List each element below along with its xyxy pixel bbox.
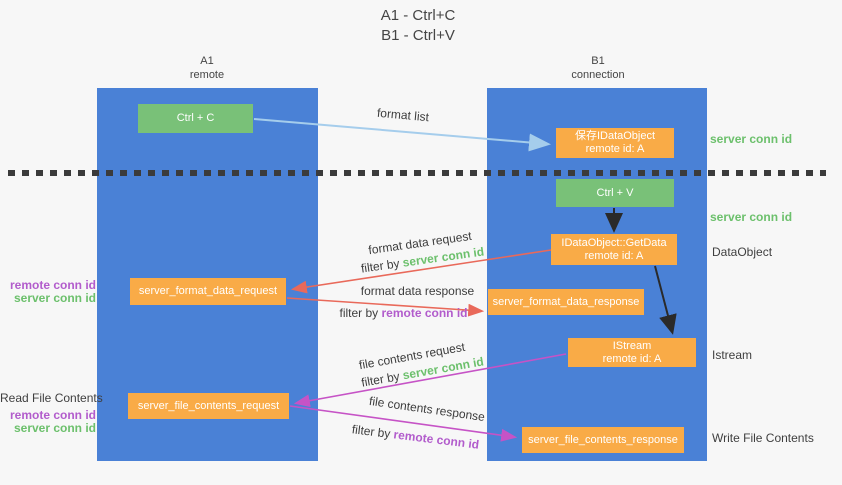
format-data-response-filter-label: filter by remote conn id — [336, 306, 471, 320]
server-conn-id-right-label: server conn id — [710, 210, 793, 224]
getdata-line1: IDataObject::GetData — [561, 236, 667, 249]
server-file-contents-response-node: server_file_contents_response — [522, 427, 684, 453]
file-contents-response-label: file contents response — [368, 393, 486, 425]
ctrl-c-label: Ctrl + C — [176, 112, 215, 124]
diagram-title: A1 - Ctrl+C B1 - Ctrl+V — [338, 6, 498, 46]
server-format-data-request-node: server_format_data_request — [130, 278, 286, 305]
istream-line1: IStream — [612, 339, 652, 352]
save-idataobject-node: 保存IDataObject remote id: A — [556, 128, 674, 158]
lane-a1-role: remote — [189, 69, 225, 81]
server-conn-id-left-label: server conn id — [13, 291, 96, 305]
remote-conn-id-left-bottom-label: remote conn id — [9, 408, 96, 422]
left-conn-id-stack-bottom: Read File Contents remote conn id server… — [0, 391, 103, 435]
format-list-label: format list — [376, 105, 430, 125]
remote-conn-id-text: remote conn id — [392, 427, 480, 452]
title-line-1: A1 - Ctrl+C — [380, 7, 456, 24]
istream-side-label: Istream — [712, 348, 753, 362]
filter-by-text: filter by — [360, 368, 405, 390]
lane-b1-name: B1 — [591, 55, 605, 67]
write-file-contents-label: Write File Contents — [712, 431, 814, 445]
save-idataobject-line2: remote id: A — [585, 143, 645, 155]
ctrl-v-node: Ctrl + V — [556, 179, 674, 207]
server-format-data-response-label: server_format_data_response — [492, 295, 640, 308]
server-file-contents-request-label: server_file_contents_request — [137, 399, 280, 412]
remote-conn-id-left-label: remote conn id — [9, 278, 96, 292]
remote-conn-id-text: remote conn id — [381, 306, 468, 320]
lane-header-a1: A1 remote — [147, 54, 267, 82]
filter-by-text: filter by — [360, 255, 404, 276]
server-conn-id-right-top-label: server conn id — [710, 132, 793, 146]
filter-by-text: filter by — [339, 306, 382, 320]
read-file-contents-label: Read File Contents — [0, 391, 103, 405]
server-file-contents-request-node: server_file_contents_request — [128, 393, 289, 419]
title-line-2: B1 - Ctrl+V — [381, 27, 455, 44]
ctrl-v-label: Ctrl + V — [596, 186, 634, 199]
server-conn-id-left-bottom-label: server conn id — [13, 421, 96, 435]
lane-a1-name: A1 — [200, 55, 214, 67]
server-file-contents-response-label: server_file_contents_response — [528, 433, 678, 446]
server-format-data-request-label: server_format_data_request — [138, 285, 278, 297]
dataobject-label: DataObject — [712, 245, 773, 259]
filter-by-text: filter by — [351, 422, 395, 442]
lane-header-b1: B1 connection — [538, 54, 658, 82]
getdata-line2: remote id: A — [584, 249, 644, 262]
idataobject-getdata-node: IDataObject::GetData remote id: A — [551, 234, 677, 265]
save-idataobject-line1: 保存IDataObject — [574, 130, 656, 142]
istream-line2: remote id: A — [602, 352, 662, 365]
left-conn-id-stack-top: remote conn id server conn id — [0, 279, 96, 305]
format-data-response-label: format data response — [360, 284, 475, 298]
server-format-data-response-node: server_format_data_response — [488, 289, 644, 315]
istream-node: IStream remote id: A — [568, 338, 696, 367]
ctrl-c-node: Ctrl + C — [138, 104, 253, 133]
lane-b1-role: connection — [571, 69, 625, 81]
file-contents-response-filter-label: filter by remote conn id — [348, 422, 484, 452]
